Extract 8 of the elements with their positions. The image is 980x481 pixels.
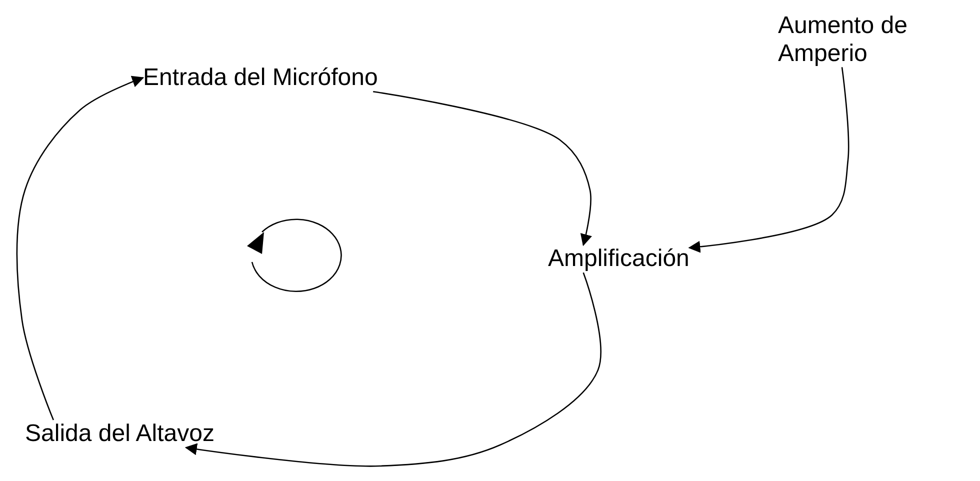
node-label: Aumento de Amperio <box>778 12 908 68</box>
arrow <box>688 67 850 253</box>
arrow <box>16 76 144 420</box>
arrow <box>373 90 592 246</box>
node-label: Salida del Altavoz <box>25 420 214 448</box>
arrow <box>184 272 602 467</box>
node-label: Amplificación <box>548 245 690 273</box>
node-label: Entrada del Micrófono <box>143 64 378 92</box>
